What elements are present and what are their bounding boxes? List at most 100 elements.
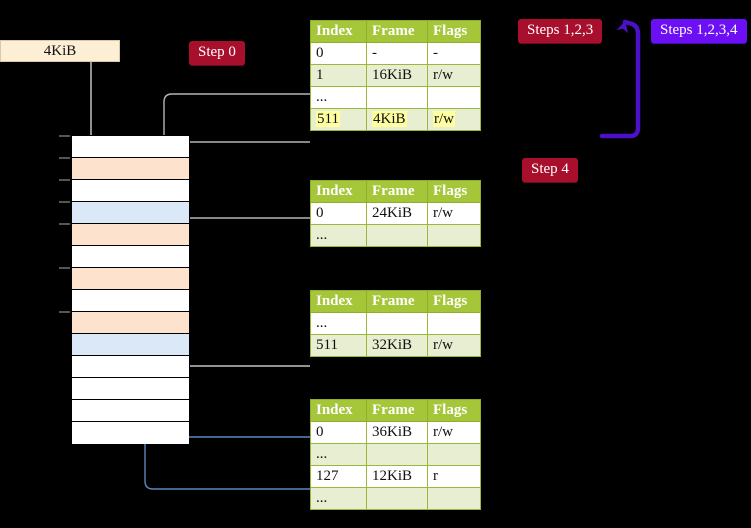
memory-row-tick — [59, 223, 70, 225]
table-cell: - — [427, 42, 481, 65]
memory-row-tick — [59, 201, 70, 203]
table-cell: - — [366, 42, 428, 65]
memory-row — [72, 334, 189, 356]
table-header-index: Index — [310, 20, 367, 43]
table-cell — [427, 487, 481, 510]
badge-steps-1234: Steps 1,2,3,4 — [651, 19, 747, 43]
table-row: ... — [310, 86, 481, 109]
size-label-text: 4KiB — [43, 42, 77, 59]
memory-row — [72, 400, 189, 422]
connector-pdpt-row0 — [177, 217, 310, 266]
memory-row — [72, 158, 189, 180]
table-cell — [427, 86, 481, 109]
table-cell: 0 — [310, 42, 367, 65]
table-cell: r/w — [427, 64, 481, 87]
highlighted-value: 511 — [316, 111, 340, 127]
connector-pml4-row511 — [177, 141, 310, 222]
table-cell — [427, 443, 481, 466]
memory-row — [72, 356, 189, 378]
table-cell: ... — [310, 487, 367, 510]
connector-pd-row511 — [171, 306, 310, 367]
memory-column — [71, 135, 190, 444]
memory-row — [72, 422, 189, 444]
table-header-flags: Flags — [427, 20, 481, 43]
table-header-frame: Frame — [366, 399, 428, 422]
badge-steps-123: Steps 1,2,3 — [518, 19, 603, 43]
memory-row — [72, 224, 189, 246]
highlighted-value: r/w — [433, 111, 455, 127]
table-cell: 511 — [310, 334, 367, 357]
table-row: ... — [310, 487, 481, 510]
memory-row — [72, 180, 189, 202]
memory-row-tick — [59, 311, 70, 313]
table-row: ... — [310, 224, 481, 247]
table-cell — [366, 443, 428, 466]
memory-row — [72, 268, 189, 290]
table-cell: ... — [310, 443, 367, 466]
table-header-frame: Frame — [366, 290, 428, 313]
badge-step-0: Step 0 — [189, 41, 245, 65]
table-header-index: Index — [310, 180, 367, 203]
table-header-index: Index — [310, 290, 367, 313]
table-cell: ... — [310, 86, 367, 109]
table-cell: 32KiB — [366, 334, 428, 357]
table-cell: 0 — [310, 202, 367, 225]
table-cell: r/w — [427, 108, 481, 131]
memory-row — [72, 312, 189, 334]
table-row: ... — [310, 312, 481, 335]
table-cell: 36KiB — [366, 421, 428, 444]
badge-step-4-text: Step 4 — [531, 161, 569, 177]
table-cell: 1 — [310, 64, 367, 87]
memory-row-tick — [59, 179, 70, 181]
badge-steps-123-text: Steps 1,2,3 — [527, 22, 594, 38]
size-label-box: 4KiB — [0, 40, 120, 62]
table-row: 511 4KiB r/w — [310, 108, 481, 131]
table-header-frame: Frame — [366, 180, 428, 203]
table-cell: r/w — [427, 334, 481, 357]
badge-steps-1234-text: Steps 1,2,3,4 — [660, 22, 738, 38]
table-cell: 24KiB — [366, 202, 428, 225]
table-cell — [427, 224, 481, 247]
table-cell — [427, 312, 481, 335]
table-header-flags: Flags — [427, 180, 481, 203]
table-cell: 12KiB — [366, 465, 428, 488]
memory-row — [72, 202, 189, 224]
table-cell — [366, 487, 428, 510]
badge-step-4: Step 4 — [522, 158, 578, 182]
table-cell: r/w — [427, 202, 481, 225]
table-cell: 4KiB — [366, 108, 428, 131]
memory-row-tick — [59, 267, 70, 269]
table-header-index: Index — [310, 399, 367, 422]
table-cell: 16KiB — [366, 64, 428, 87]
table-row: ... — [310, 443, 481, 466]
table-header-frame: Frame — [366, 20, 428, 43]
table-cell: 511 — [310, 108, 367, 131]
memory-row — [72, 136, 189, 158]
table-cell: 0 — [310, 421, 367, 444]
badge-step-0-text: Step 0 — [198, 44, 236, 60]
table-cell: ... — [310, 312, 367, 335]
table-row: 0-- — [310, 42, 481, 65]
table-header-flags: Flags — [427, 399, 481, 422]
memory-row-tick — [59, 157, 70, 159]
table-cell — [366, 86, 428, 109]
highlighted-value: 4KiB — [372, 111, 407, 127]
table-cell: ... — [310, 224, 367, 247]
memory-row-tick — [59, 135, 70, 137]
table-header-flags: Flags — [427, 290, 481, 313]
table-cell — [366, 312, 428, 335]
table-cell: r/w — [427, 421, 481, 444]
arrow-steps-bracket — [599, 19, 641, 139]
memory-row — [72, 246, 189, 268]
table-cell: r — [427, 465, 481, 488]
memory-row — [72, 378, 189, 400]
